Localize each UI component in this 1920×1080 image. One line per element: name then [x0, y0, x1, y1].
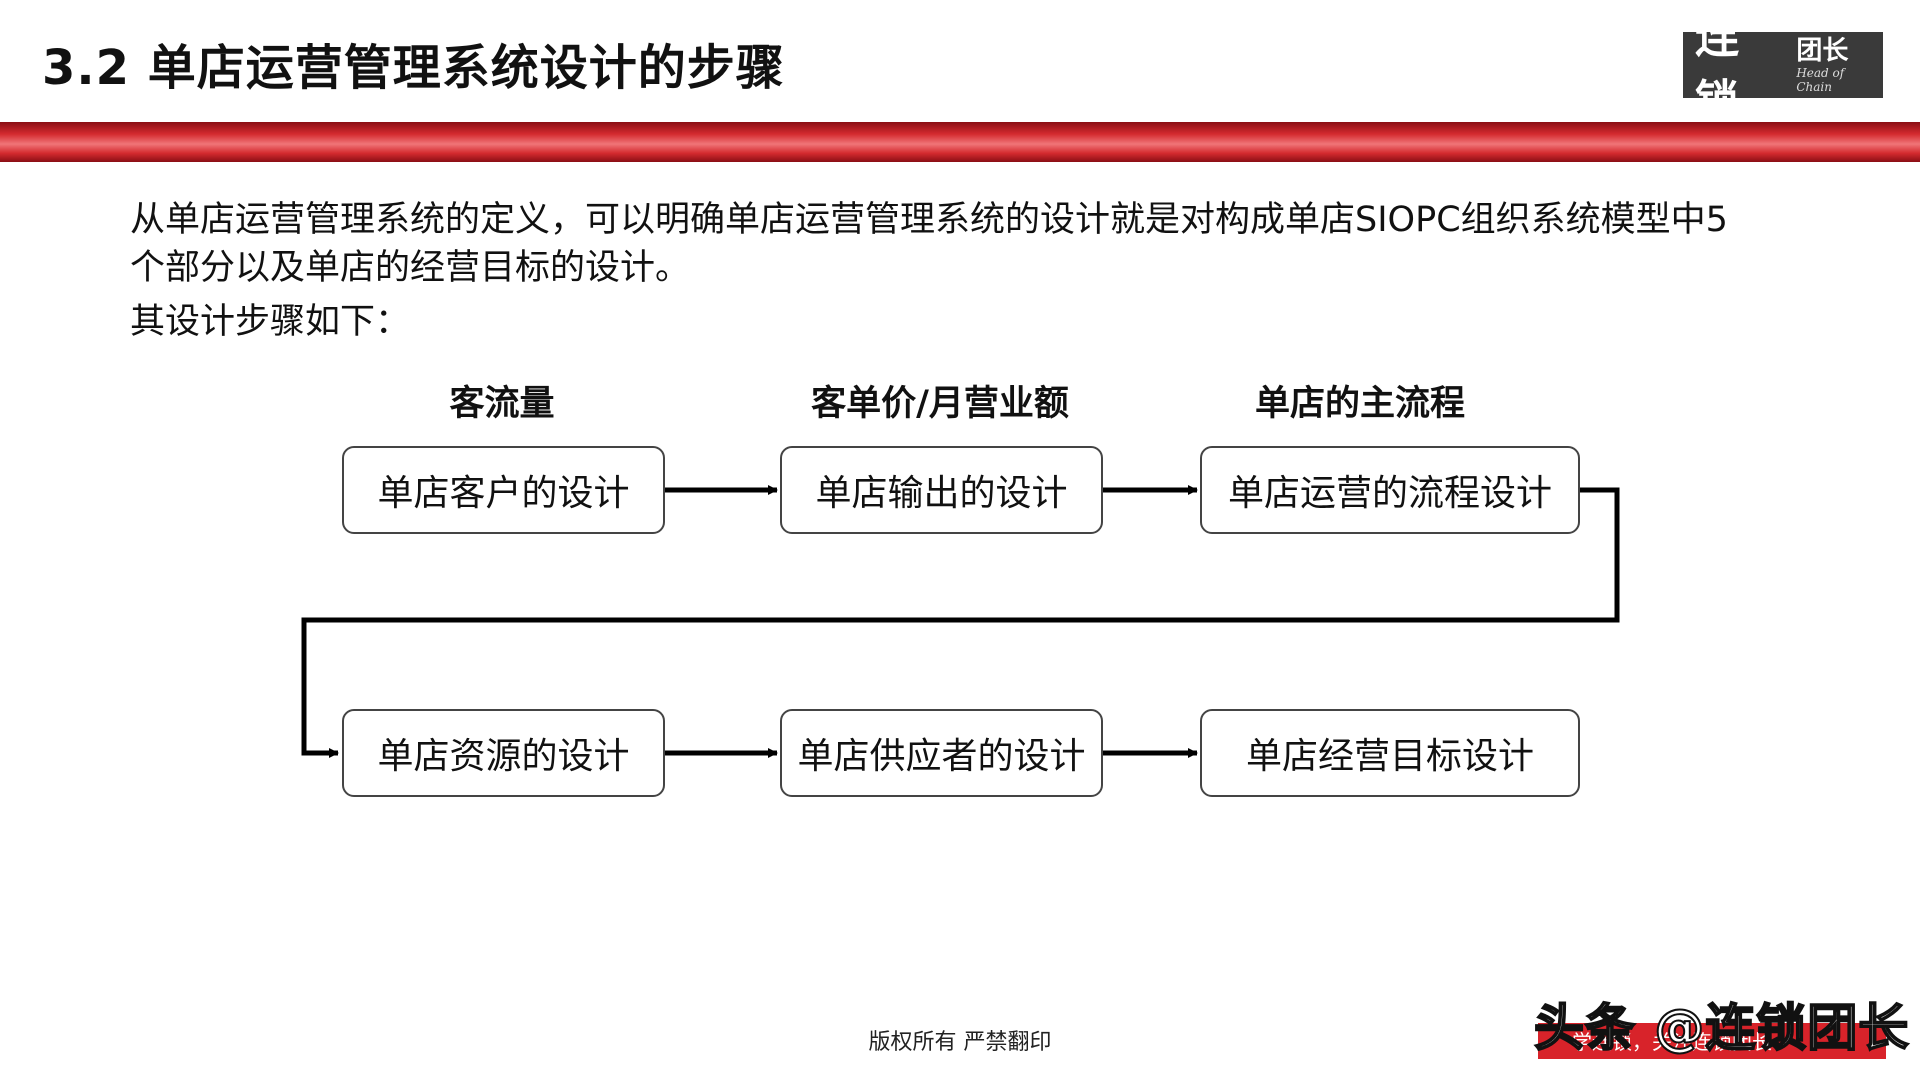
step-process-design: 单店运营的流程设计: [1200, 446, 1580, 534]
logo-english-text: Head of Chain: [1796, 66, 1845, 94]
steps-intro: 其设计步骤如下：: [130, 302, 411, 342]
logo-main-text: 连锁: [1695, 12, 1741, 127]
step-customer-design: 单店客户的设计: [342, 446, 665, 534]
brand-logo: 连锁 团长 Head of Chain: [1683, 12, 1883, 127]
connector-row-wrap: [301, 487, 1620, 758]
header-red-band: [0, 122, 1920, 162]
watermark-bar: [1538, 1023, 1886, 1059]
label-customer-flow: 客流量: [449, 384, 555, 424]
intro-line-1: 从单店运营管理系统的定义，可以明确单店运营管理系统的设计就是对构成单店SIOPC…: [130, 200, 1728, 240]
logo-side: 团长 Head of Chain: [1796, 36, 1883, 94]
step-resource-design: 单店资源的设计: [342, 709, 665, 797]
toutiao-watermark: 头条 @连锁团长: [1533, 998, 1910, 1058]
logo-sub-text: 团长: [1796, 36, 1849, 66]
label-main-process: 单店的主流程: [1254, 384, 1465, 424]
step-goal-design: 单店经营目标设计: [1200, 709, 1580, 797]
watermark-bar-text: 学连锁，关注连锁团长: [1572, 1030, 1772, 1054]
intro-text: 从单店运营管理系统的定义，可以明确单店运营管理系统的设计就是对构成单店SIOPC…: [130, 196, 1810, 346]
step-output-design: 单店输出的设计: [780, 446, 1103, 534]
copyright-notice: 版权所有 严禁翻印: [868, 1030, 1052, 1055]
label-avg-ticket: 客单价/月营业额: [811, 384, 1069, 424]
intro-line-2: 个部分以及单店的经营目标的设计。: [130, 248, 691, 288]
step-supplier-design: 单店供应者的设计: [780, 709, 1103, 797]
slide-title: 3.2 单店运营管理系统设计的步骤: [42, 40, 785, 96]
